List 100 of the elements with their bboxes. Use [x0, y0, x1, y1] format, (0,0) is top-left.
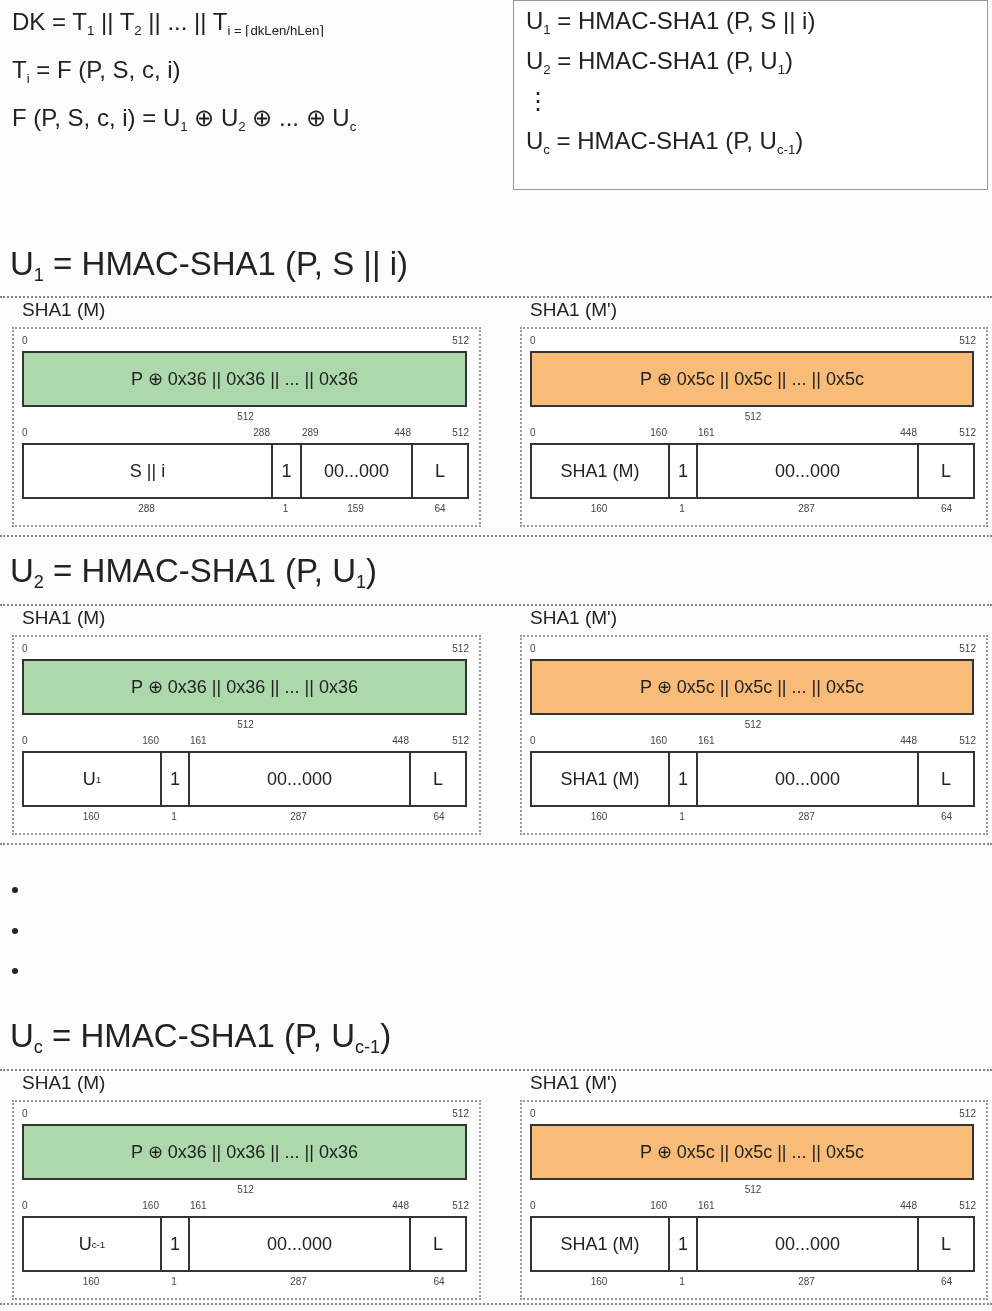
bit-position-number: 0: [530, 643, 536, 655]
bit-position-number: 512: [452, 1108, 469, 1120]
bit-position-number: 0: [530, 427, 536, 439]
section-heading: U$_{c}$ = HMAC-SHA1 (P, U$_{c-1}$): [10, 1017, 392, 1059]
message-block-field: L: [917, 443, 975, 499]
bit-position-number: 161: [190, 735, 207, 747]
bit-position-number: 288: [138, 503, 155, 515]
bit-position-number: 0: [22, 1108, 28, 1120]
message-block-field: 1: [668, 443, 698, 499]
outer-pad-block: P ⊕ 0x5c || 0x5c || ... || 0x5c: [530, 351, 974, 407]
bit-position-number: 512: [744, 411, 762, 423]
bit-position-number: 512: [744, 1184, 762, 1196]
message-block-field: SHA1 (M): [530, 443, 670, 499]
bit-position-number: 512: [452, 427, 469, 439]
message-block-field: SHA1 (M): [530, 1216, 670, 1272]
message-block-field: 1: [271, 443, 302, 499]
bit-position-number: 289: [302, 427, 319, 439]
bit-position-number: 160: [590, 503, 608, 515]
bit-position-number: 161: [698, 1200, 715, 1212]
bit-position-number: 287: [798, 811, 815, 823]
bit-position-number: 448: [900, 735, 917, 747]
panel-heading: SHA1 (M'): [530, 299, 618, 321]
bit-position-number: 1: [679, 503, 685, 515]
formula-text: F (P, S, c, i) = U$_{1}$ ⊕ U$_{2}$ ⊕ ... ⊕ U$_{c}$: [12, 104, 357, 134]
bit-position-number: 1: [171, 811, 177, 823]
message-block-field: 1: [668, 1216, 698, 1272]
message-block-field: L: [409, 751, 467, 807]
bit-position-number: 161: [698, 735, 715, 747]
bit-position-number: 64: [940, 811, 953, 823]
bit-position-number: 512: [744, 719, 762, 731]
bit-position-number: 0: [530, 335, 536, 347]
bit-position-number: 160: [142, 735, 159, 747]
message-block-field: L: [917, 751, 975, 807]
bit-position-number: 0: [530, 1200, 536, 1212]
message-block-field: 00...000: [696, 443, 919, 499]
panel-heading: SHA1 (M): [22, 607, 106, 629]
message-block-field: L: [409, 1216, 467, 1272]
formula-text: DK = T$_{1}$ || T$_{2}$ || ... || T$_{i = ⌈dkLen/hLen⌉}$: [12, 8, 325, 38]
bit-position-number: 64: [433, 811, 445, 823]
bit-position-number: 287: [290, 1276, 307, 1288]
panel-heading: SHA1 (M): [22, 299, 106, 321]
outer-pad-block: P ⊕ 0x5c || 0x5c || ... || 0x5c: [530, 1124, 974, 1180]
bit-position-number: 512: [959, 735, 976, 747]
bit-position-number: 1: [171, 1276, 177, 1288]
message-block-field: 1: [160, 1216, 190, 1272]
bit-position-number: 160: [82, 811, 100, 823]
formula-text: T$_{i}$ = F (P, S, c, i): [12, 56, 181, 86]
bit-position-number: 1: [282, 503, 289, 515]
panel-heading: SHA1 (M'): [530, 1072, 618, 1094]
message-block-field: 00...000: [188, 1216, 411, 1272]
formula-text: U$_{1}$ = HMAC-SHA1 (P, S || i): [526, 7, 816, 37]
bit-position-number: 160: [650, 735, 667, 747]
bit-position-number: 448: [900, 1200, 917, 1212]
bit-position-number: 160: [82, 1276, 100, 1288]
bit-position-number: 64: [434, 503, 446, 515]
bit-position-number: 161: [698, 427, 715, 439]
bit-position-number: 287: [798, 503, 815, 515]
message-block-field: 00...000: [188, 751, 411, 807]
bit-position-number: 512: [237, 719, 254, 731]
section-heading: U$_{2}$ = HMAC-SHA1 (P, U$_{1}$): [10, 552, 378, 594]
bit-position-number: 512: [959, 1108, 976, 1120]
formula-text: U$_{2}$ = HMAC-SHA1 (P, U$_{1}$): [526, 47, 793, 77]
bit-position-number: 512: [452, 643, 469, 655]
inner-pad-block: P ⊕ 0x36 || 0x36 || ... || 0x36: [22, 659, 467, 715]
inner-pad-block: P ⊕ 0x36 || 0x36 || ... || 0x36: [22, 1124, 467, 1180]
bit-position-number: 287: [290, 811, 307, 823]
message-block-field: L: [411, 443, 469, 499]
bit-position-number: 160: [650, 427, 667, 439]
message-block-field: S || i: [22, 443, 273, 499]
bit-position-number: 512: [959, 335, 976, 347]
panel-heading: SHA1 (M'): [530, 607, 618, 629]
bit-position-number: 159: [347, 503, 364, 515]
bit-position-number: 1: [679, 811, 685, 823]
bit-position-number: 448: [392, 735, 409, 747]
bit-position-number: 64: [433, 1276, 445, 1288]
bit-position-number: 64: [940, 503, 953, 515]
bit-position-number: 0: [530, 1108, 536, 1120]
formula-text: U$_{c}$ = HMAC-SHA1 (P, U$_{c-1}$): [526, 127, 804, 157]
bit-position-number: 0: [530, 735, 536, 747]
outer-pad-block: P ⊕ 0x5c || 0x5c || ... || 0x5c: [530, 659, 974, 715]
bit-position-number: 0: [22, 1200, 28, 1212]
bit-position-number: 512: [959, 1200, 976, 1212]
bit-position-number: 160: [590, 1276, 608, 1288]
bit-position-number: 160: [142, 1200, 159, 1212]
bit-position-number: 287: [798, 1276, 815, 1288]
formula-box: [513, 0, 988, 190]
message-block-field: L: [917, 1216, 975, 1272]
message-block-field: 1: [160, 751, 190, 807]
message-block-field: 00...000: [696, 1216, 919, 1272]
bit-position-number: 160: [590, 811, 608, 823]
panel-heading: SHA1 (M): [22, 1072, 106, 1094]
bit-position-number: 512: [959, 643, 976, 655]
bit-position-number: 512: [237, 1184, 254, 1196]
bit-position-number: 0: [22, 335, 28, 347]
bit-position-number: 0: [22, 427, 28, 439]
bit-position-number: 1: [679, 1276, 685, 1288]
message-block-field: SHA1 (M): [530, 751, 670, 807]
bit-position-number: 288: [253, 427, 270, 439]
bit-position-number: 0: [22, 735, 28, 747]
bit-position-number: 512: [452, 1200, 469, 1212]
